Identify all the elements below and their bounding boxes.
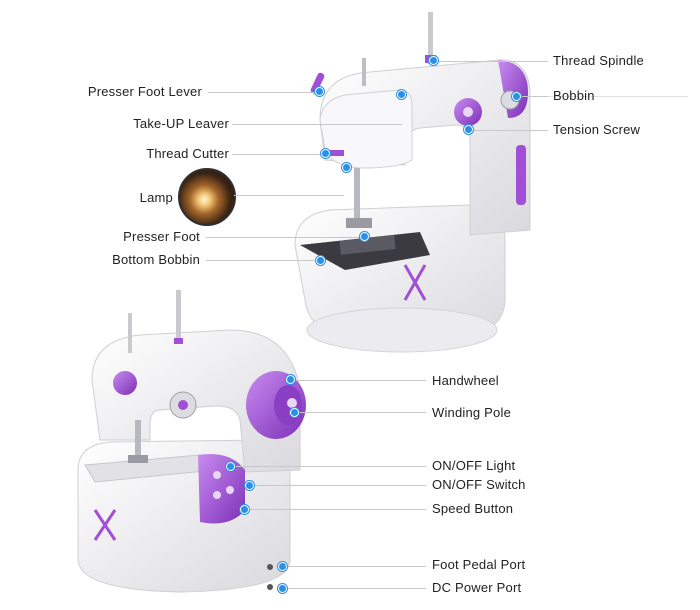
leader-take-up-leaver [232, 124, 402, 125]
leader-bobbin [520, 96, 548, 97]
pointer-dot-bottom-bobbin [316, 256, 325, 265]
leader-winding-pole [296, 412, 426, 413]
label-on-off-switch: ON/OFF Switch [432, 477, 526, 492]
label-winding-pole: Winding Pole [432, 405, 511, 420]
pointer-dot-speed-button [240, 505, 249, 514]
leader-on-off-switch [250, 485, 426, 486]
leader-on-off-light [232, 466, 426, 467]
label-foot-pedal-port: Foot Pedal Port [432, 557, 526, 572]
pointer-dot-dc-power-port [278, 584, 287, 593]
pointer-dot-on-off-switch [245, 481, 254, 490]
leader-presser-foot-lever [208, 92, 320, 93]
pointer-dot-bobbin [512, 92, 521, 101]
leader-foot-pedal-port [284, 566, 426, 567]
pointer-dot-take-up-leaver [397, 90, 406, 99]
label-thread-spindle: Thread Spindle [553, 53, 644, 68]
label-take-up-leaver: Take-UP Leaver [133, 116, 229, 131]
pointer-dot-on-off-light [226, 462, 235, 471]
leader-thread-spindle [436, 61, 548, 62]
label-presser-foot: Presser Foot [123, 229, 200, 244]
lamp-inset-image [178, 168, 236, 226]
label-bobbin: Bobbin [553, 88, 595, 103]
pointer-dot-handwheel [286, 375, 295, 384]
label-lamp: Lamp [139, 190, 173, 205]
label-tension-screw: Tension Screw [553, 122, 641, 137]
pointer-dot-foot-pedal-port [278, 562, 287, 571]
pointer-dot-winding-pole [290, 408, 299, 417]
leader-tension-screw [472, 130, 548, 131]
label-speed-button: Speed Button [432, 501, 514, 516]
label-bottom-bobbin: Bottom Bobbin [112, 252, 200, 267]
pointer-dot-lamp [342, 163, 351, 172]
leader-presser-foot [206, 237, 364, 238]
leader-lamp [234, 195, 344, 196]
pointer-dot-tension-screw [464, 125, 473, 134]
leader-speed-button [246, 509, 426, 510]
leader-thread-cutter [232, 154, 326, 155]
label-on-off-light: ON/OFF Light [432, 458, 516, 473]
pointer-dot-thread-spindle [429, 56, 438, 65]
leader-dc-power-port [284, 588, 426, 589]
leader-handwheel [292, 380, 426, 381]
pointer-dot-thread-cutter [321, 149, 330, 158]
leader-bobbin-ext [548, 96, 688, 97]
label-dc-power-port: DC Power Port [432, 580, 522, 595]
label-handwheel: Handwheel [432, 373, 499, 388]
leader-bottom-bobbin [206, 260, 320, 261]
pointer-dot-presser-foot-lever [315, 87, 324, 96]
pointer-dot-presser-foot [360, 232, 369, 241]
label-presser-foot-lever: Presser Foot Lever [87, 84, 202, 99]
label-thread-cutter: Thread Cutter [146, 146, 229, 161]
